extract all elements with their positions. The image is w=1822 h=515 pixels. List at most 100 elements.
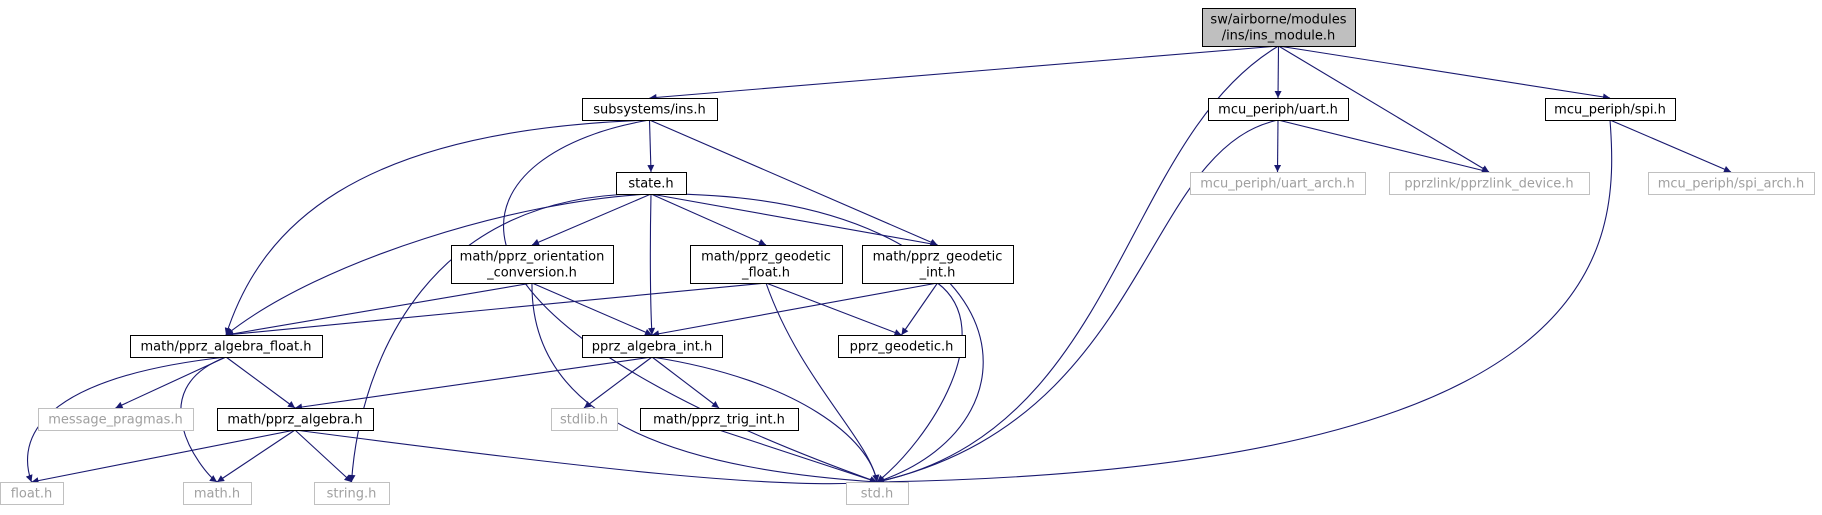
node-trig-int[interactable]: math/pprz_trig_int.h (640, 408, 799, 431)
node-std-h: std.h (846, 482, 909, 505)
node-algebra-float[interactable]: math/pprz_algebra_float.h (130, 335, 323, 358)
edge-path-2 (1274, 45, 1282, 99)
node-box (1648, 172, 1815, 195)
edge-path-29 (294, 356, 653, 411)
edge-path-38 (1274, 119, 1282, 173)
edge-path-42 (876, 119, 1613, 486)
node-box (38, 408, 194, 431)
node-box (1545, 98, 1676, 121)
edge-path-6 (502, 119, 878, 483)
edge-path-19 (225, 282, 767, 338)
edge-path-3 (1278, 45, 1490, 173)
edge-path-34 (216, 429, 296, 483)
node-label: pprz_algebra_int.h (592, 340, 712, 355)
node-box (640, 408, 799, 431)
node-box (217, 408, 374, 431)
edge-path-37 (718, 429, 878, 484)
node-label: string.h (327, 487, 377, 502)
node-box (551, 408, 618, 431)
edge-path-8 (649, 119, 938, 246)
node-label: mcu_periph/uart_arch.h (1200, 177, 1355, 192)
edge-path-20 (765, 282, 902, 336)
node-box (1190, 172, 1366, 195)
node-box (130, 335, 323, 358)
node-box (183, 482, 252, 505)
node-label: math/pprz_algebra_float.h (141, 340, 312, 355)
edge-path-26 (225, 356, 296, 409)
node-label: math/pprz_trig_int.h (653, 413, 785, 428)
node-box (846, 482, 909, 505)
edge-geodetic_float-to-algebra_float (225, 282, 767, 338)
node-state-h[interactable]: state.h (616, 172, 687, 195)
node-label: message_pragmas.h (48, 413, 183, 428)
edge-uart_h-to-uart_arch (1274, 119, 1282, 173)
edge-trig_int-to-std_h (718, 429, 878, 484)
edge-algebra_int-to-pprz_algebra (294, 356, 653, 411)
node-label: pprz_geodetic.h (850, 340, 954, 355)
node-uart-h[interactable]: mcu_periph/uart.h (1208, 98, 1349, 121)
edge-path-13 (648, 193, 656, 336)
node-label: math/pprz_geodetic (701, 250, 831, 265)
node-pprzlink-device: pprzlink/pprzlink_device.h (1389, 172, 1590, 195)
edge-subsystems_ins-to-algebra_float (224, 119, 650, 336)
node-box (1202, 8, 1356, 47)
edge-path-40 (876, 119, 1279, 484)
edge-path-15 (650, 193, 984, 484)
node-box (582, 98, 718, 121)
edge-state_h-to-geodetic_int (650, 193, 938, 248)
edge-path-16 (225, 282, 533, 338)
node-algebra-int[interactable]: pprz_algebra_int.h (582, 335, 723, 358)
edge-uart_h-to-std_h (876, 119, 1279, 484)
edge-state_h-to-geodetic_float (650, 193, 767, 246)
edge-geodetic_int-to-algebra_int (651, 282, 938, 338)
edge-path-35 (294, 429, 352, 483)
edge-path-11 (650, 193, 938, 248)
edge-subsystems_ins-to-geodetic_int (649, 119, 938, 246)
edge-ins_module-to-pprzlink_device (1278, 45, 1490, 173)
edge-algebra_int-to-trig_int (651, 356, 720, 409)
edge-spi_h-to-std_h (876, 119, 1613, 486)
edge-ins_module-to-spi_h (1278, 45, 1611, 101)
node-label: std.h (861, 487, 894, 502)
edge-ins_module-to-std_h (876, 45, 1279, 484)
node-pprz-algebra[interactable]: math/pprz_algebra.h (217, 408, 374, 431)
node-pprz-geodetic[interactable]: pprz_geodetic.h (838, 335, 966, 358)
node-label: math/pprz_algebra.h (227, 413, 362, 428)
node-spi-h[interactable]: mcu_periph/spi.h (1545, 98, 1676, 121)
edge-path-0 (649, 45, 1279, 101)
edge-geodetic_int-to-pprz_geodetic (901, 282, 938, 336)
edge-algebra_int-to-std_h (651, 356, 880, 483)
node-label: pprzlink/pprzlink_device.h (1404, 177, 1573, 192)
edge-algebra_int-to-stdlib_h (583, 356, 653, 409)
edge-pprz_algebra-to-math_h (216, 429, 296, 483)
node-label: subsystems/ins.h (593, 103, 705, 118)
edge-orientation_conversion-to-algebra_int (531, 282, 653, 336)
node-box (314, 482, 390, 505)
node-label: math/pprz_geodetic (873, 250, 1003, 265)
nodes-layer: sw/airborne/modules/ins/ins_module.hsubs… (0, 8, 1815, 505)
edge-path-4 (1278, 45, 1611, 101)
node-label: mcu_periph/uart.h (1218, 103, 1338, 118)
node-box (582, 335, 723, 358)
edge-pprz_algebra-to-string_h (294, 429, 352, 483)
edge-ins_module-to-uart_h (1274, 45, 1282, 99)
node-box (862, 245, 1014, 284)
edge-geodetic_int-to-std_h (876, 282, 963, 483)
edge-path-41 (1609, 119, 1732, 173)
node-float-h: float.h (0, 482, 64, 505)
node-ins-module[interactable]: sw/airborne/modules/ins/ins_module.h (1202, 8, 1356, 47)
node-geodetic-float[interactable]: math/pprz_geodetic_float.h (690, 245, 843, 284)
edge-path-23 (901, 282, 938, 336)
node-label: stdlib.h (560, 413, 608, 428)
edge-pprz_algebra-to-std_h (294, 429, 878, 487)
edge-path-10 (650, 193, 767, 246)
edge-orientation_conversion-to-std_h (531, 282, 878, 486)
node-geodetic-int[interactable]: math/pprz_geodetic_int.h (862, 245, 1014, 284)
node-label: _float.h (741, 266, 790, 281)
edge-state_h-to-algebra_float (225, 193, 652, 336)
edge-ins_module-to-subsystems_ins (649, 45, 1279, 101)
node-subsystems-ins[interactable]: subsystems/ins.h (582, 98, 718, 121)
edge-path-12 (225, 193, 652, 336)
node-orientation-conversion[interactable]: math/pprz_orientation_conversion.h (451, 245, 614, 284)
